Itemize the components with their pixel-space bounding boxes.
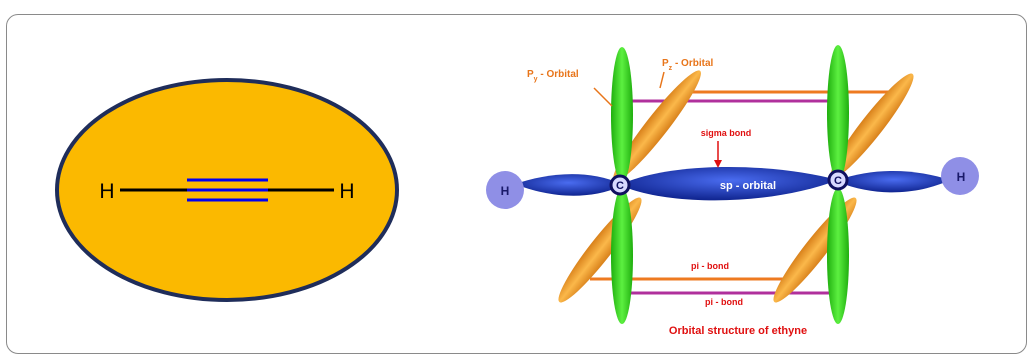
pz-orbital-lobe [830,73,914,179]
sp-orbital-lobe [515,174,622,196]
ethyne-structural-diagram: H H [55,78,399,302]
hydrogen-sphere [941,157,979,195]
py-orbital-lobe [827,45,849,181]
py-label-pointer [593,87,613,107]
hydrogen-left-label: H [99,180,114,203]
carbon-right-atom: C [834,175,842,187]
pi-bond-label-top: pi - bond [691,261,729,271]
pz-label-pointer [659,71,665,89]
hydrogen-left-atom: H [501,184,510,198]
hydrogen-right-label: H [339,180,354,203]
py-orbital-lobe [611,47,633,183]
sigma-bond-arrowhead [714,160,722,168]
carbon-nucleus [609,174,631,196]
pz-orbital-lobe [558,197,642,303]
carbon-nucleus [827,169,849,191]
py-orbital-lobe [827,188,849,324]
orbital-structure-diagram: H H C C sp - orbital sigma bond Py - Orb… [486,45,979,337]
pz-orbital-lobe [773,197,857,303]
sp-orbital-lobe [838,170,950,193]
hydrogen-sphere [486,171,524,209]
py-orbital-label: Py - Orbital [527,69,579,83]
pz-orbital-label: Pz - Orbital [662,58,714,72]
sigma-bond-label: sigma bond [701,128,752,138]
diagram-caption: Orbital structure of ethyne [669,325,807,337]
carbon-left-atom: C [616,180,624,192]
py-orbital-lobe [611,188,633,324]
sp-orbital-label: sp - orbital [720,180,776,192]
sp-orbital-lobe [622,166,838,201]
hydrogen-right-atom: H [957,170,966,184]
pi-bond-label-bottom: pi - bond [705,297,743,307]
pz-orbital-lobe [613,70,701,182]
